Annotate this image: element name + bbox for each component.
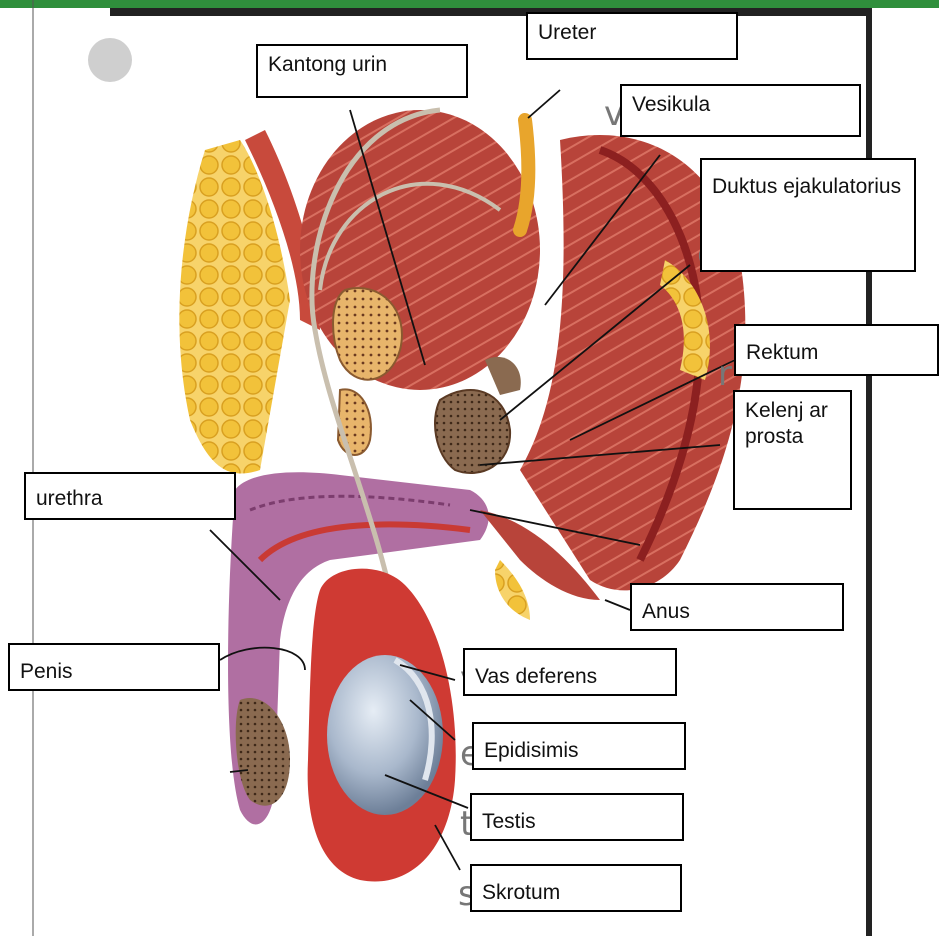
label-testis: Testis: [470, 793, 684, 841]
svg-text:r: r: [718, 354, 732, 394]
label-vesikula: Vesikula: [620, 84, 861, 137]
image-top-border: [110, 8, 872, 16]
image-right-border: [866, 8, 872, 936]
leader-skrotum: [435, 825, 460, 870]
label-rektum: Rektum: [734, 324, 939, 376]
top-border: [0, 0, 939, 8]
label-vas-deferens: Vas deferens: [463, 648, 677, 696]
pubic-bone-lower: [338, 389, 371, 455]
leader-ureter: [528, 90, 560, 118]
label-duktus: Duktus ejakulatorius: [700, 158, 916, 272]
label-penis: Penis: [8, 643, 220, 691]
leader-anus-2: [605, 600, 630, 610]
label-kantong-urin: Kantong urin: [256, 44, 468, 98]
label-urethra: urethra: [24, 472, 236, 520]
prostate-gland: [435, 390, 510, 473]
decorative-circle: [88, 38, 132, 82]
label-kelenjar: Kelenj ar prosta: [733, 390, 852, 510]
seminal-vesicle: [485, 357, 521, 395]
label-ureter: Ureter: [526, 12, 738, 60]
fat-tissue-lower: [495, 560, 530, 620]
label-skrotum: Skrotum: [470, 864, 682, 912]
label-epidisimis: Epidisimis: [472, 722, 686, 770]
label-anus: Anus: [630, 583, 844, 631]
